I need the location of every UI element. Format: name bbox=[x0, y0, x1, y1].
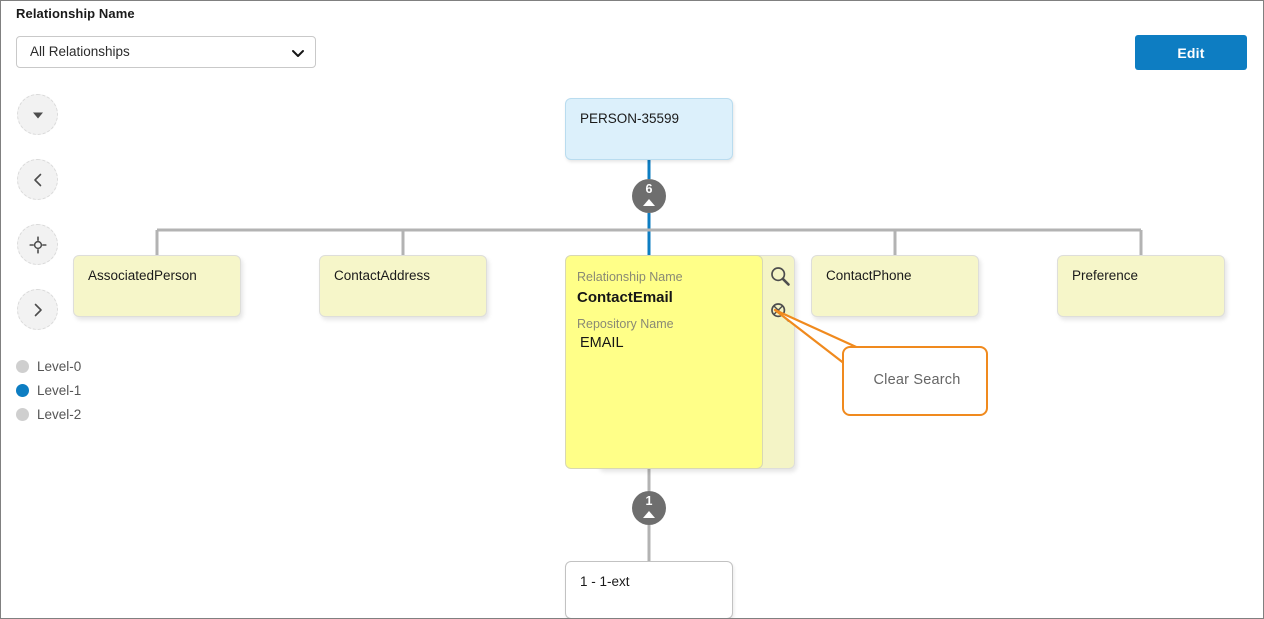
graph-node-contactphone[interactable]: ContactPhone bbox=[811, 255, 979, 317]
chevron-left-icon bbox=[30, 172, 46, 188]
graph-node-contactaddress[interactable]: ContactAddress bbox=[319, 255, 487, 317]
graph-node-contactemail[interactable]: Relationship Name ContactEmail Repositor… bbox=[565, 255, 763, 469]
pan-left-button[interactable] bbox=[17, 159, 58, 200]
collapse-down-button[interactable] bbox=[17, 94, 58, 135]
triangle-up-icon bbox=[643, 511, 655, 518]
clear-search-tooltip: Clear Search bbox=[842, 346, 988, 416]
clear-search-icon[interactable] bbox=[769, 301, 791, 323]
root-child-count-badge[interactable]: 6 bbox=[632, 179, 666, 213]
relationship-name-label: Relationship Name bbox=[16, 6, 135, 21]
level-legend: Level-0 Level-1 Level-2 bbox=[16, 354, 81, 426]
clear-search-tooltip-text: Clear Search bbox=[873, 372, 961, 388]
chevron-right-icon bbox=[30, 302, 46, 318]
relationship-name-select-value: All Relationships bbox=[30, 44, 130, 59]
legend-label-level-1: Level-1 bbox=[37, 382, 82, 398]
pan-right-button[interactable] bbox=[17, 289, 58, 330]
graph-node-contactphone-label: ContactPhone bbox=[826, 268, 912, 283]
legend-dot-level-0 bbox=[16, 359, 29, 373]
graph-node-preference[interactable]: Preference bbox=[1057, 255, 1225, 317]
relationship-name-value: ContactEmail bbox=[577, 289, 673, 306]
repository-name-caption: Repository Name bbox=[577, 317, 674, 331]
recenter-button[interactable] bbox=[17, 224, 58, 265]
crosshair-icon bbox=[28, 235, 47, 254]
search-icon[interactable] bbox=[769, 265, 791, 287]
relationship-name-caption: Relationship Name bbox=[577, 270, 683, 284]
legend-dot-level-1 bbox=[16, 383, 29, 397]
legend-item-level-1[interactable]: Level-1 bbox=[16, 378, 81, 402]
triangle-down-icon bbox=[30, 107, 46, 123]
root-child-count-value: 6 bbox=[645, 182, 653, 196]
graph-node-associatedperson-label: AssociatedPerson bbox=[88, 268, 197, 283]
chevron-down-icon bbox=[291, 46, 305, 60]
legend-label-level-0: Level-0 bbox=[37, 358, 82, 374]
legend-label-level-2: Level-2 bbox=[37, 406, 82, 422]
graph-node-root[interactable]: PERSON-35599 bbox=[565, 98, 733, 160]
graph-node-preference-label: Preference bbox=[1072, 268, 1139, 283]
contactemail-child-count-value: 1 bbox=[645, 494, 653, 508]
legend-item-level-2[interactable]: Level-2 bbox=[16, 402, 81, 426]
relationship-name-select[interactable]: All Relationships bbox=[16, 36, 316, 68]
graph-node-root-label: PERSON-35599 bbox=[580, 111, 680, 126]
repository-name-value: EMAIL bbox=[580, 335, 624, 351]
legend-dot-level-2 bbox=[16, 407, 29, 421]
edit-button[interactable]: Edit bbox=[1135, 35, 1247, 70]
contactemail-child-count-badge[interactable]: 1 bbox=[632, 491, 666, 525]
graph-node-contactaddress-label: ContactAddress bbox=[334, 268, 431, 283]
triangle-up-icon bbox=[643, 199, 655, 206]
graph-node-child-1-1-ext-label: 1 - 1-ext bbox=[580, 574, 630, 589]
graph-node-associatedperson[interactable]: AssociatedPerson bbox=[73, 255, 241, 317]
legend-item-level-0[interactable]: Level-0 bbox=[16, 354, 81, 378]
graph-node-child-1-1-ext[interactable]: 1 - 1-ext bbox=[565, 561, 733, 618]
